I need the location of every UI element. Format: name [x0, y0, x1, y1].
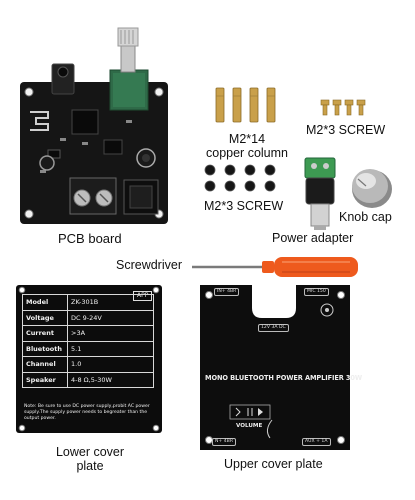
black-screws — [204, 164, 276, 192]
caption-lower-cover-plate: plate — [76, 459, 104, 473]
caption-power-adapter: Power adapter — [272, 231, 354, 245]
caption-pcb-board: PCB board — [58, 231, 122, 246]
caption-upper-cover-plate: Upper cover plate — [224, 457, 323, 471]
caption-black-screws: M2*3 SCREW — [204, 199, 284, 213]
spec-note: Note: Be sure to use DC power supply,pro… — [24, 404, 150, 422]
spec-key: Bluetooth — [22, 340, 68, 357]
spec-key: Channel — [22, 356, 68, 373]
tag-dc-input: 12V 3A DC — [258, 324, 289, 332]
volume-label: VOLUME — [236, 423, 263, 429]
brass-screws — [320, 99, 366, 116]
spec-value: 1.0 — [67, 356, 154, 373]
pcb-board — [20, 27, 168, 224]
copper-columns — [215, 87, 276, 123]
tag-aux: AUX + 1A — [302, 438, 331, 446]
spec-key: Model — [22, 294, 68, 311]
tag-input-bottom: N+ 4BR — [212, 438, 237, 446]
spec-row: Current>3A — [22, 325, 154, 342]
caption-copper-column-size: M2*14 — [228, 132, 266, 146]
spec-key: Current — [22, 325, 68, 342]
screwdriver — [192, 257, 358, 277]
power-adapter — [304, 157, 336, 230]
spec-value: 4-8 Ω,5-30W — [67, 371, 154, 388]
spec-value: DC 9-24V — [67, 309, 154, 326]
caption-small-screws: M2*3 SCREW — [306, 123, 386, 137]
spec-key: Voltage — [22, 309, 68, 326]
spec-key: Speaker — [22, 371, 68, 388]
caption-knob-cap: Knob cap — [339, 210, 392, 224]
spec-value: 5.1 — [67, 340, 154, 357]
caption-screwdriver: Screwdriver — [116, 258, 182, 272]
spec-value: ZK-301B — [67, 294, 154, 311]
caption-lower-cover: Lower cover — [55, 445, 125, 459]
tag-input-left: IN+ 4BR — [214, 288, 240, 296]
tag-mic: MIC 150 — [304, 288, 329, 296]
upper-plate-title: MONO BLUETOOTH POWER AMPLIFIER 30W — [205, 374, 363, 382]
caption-copper-column: copper column — [206, 146, 288, 160]
upper-cover-plate — [200, 285, 350, 450]
lower-plate-holes — [18, 286, 160, 432]
knob-cap — [352, 169, 392, 208]
spec-value: >3A — [67, 325, 154, 342]
